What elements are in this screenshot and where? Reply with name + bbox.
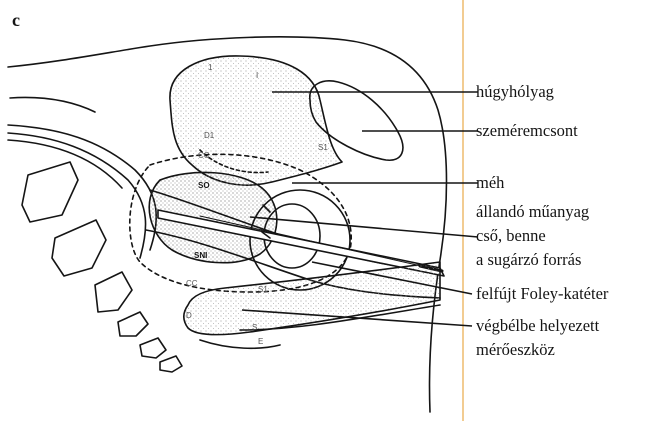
svg-text:D1: D1 <box>204 131 215 140</box>
svg-text:1: 1 <box>208 63 213 72</box>
label-tube-line1: állandó műanyag <box>476 202 589 222</box>
label-tube-line3: a sugárzó forrás <box>476 250 581 270</box>
label-tube-line2: cső, benne <box>476 226 546 246</box>
vertebra <box>118 312 148 336</box>
vertebra <box>95 272 132 312</box>
vertebra <box>52 220 106 276</box>
label-rectal-line2: mérőeszköz <box>476 340 555 360</box>
svg-text:D: D <box>186 311 192 320</box>
svg-text:CC: CC <box>198 151 210 160</box>
svg-text:CC: CC <box>186 279 198 288</box>
vertebra <box>160 356 182 372</box>
label-bladder: húgyhólyag <box>476 82 554 102</box>
svg-text:S1: S1 <box>258 285 268 294</box>
svg-text:E: E <box>258 337 263 346</box>
vertebra <box>22 162 78 222</box>
svg-text:SNI: SNI <box>194 251 207 260</box>
label-uterus: méh <box>476 173 504 193</box>
back-outline <box>10 98 95 112</box>
rectum-shape <box>184 262 440 335</box>
label-rectal-line1: végbélbe helyezett <box>476 316 599 336</box>
svg-text:I: I <box>256 71 258 80</box>
label-pubic-bone: szeméremcsont <box>476 121 578 141</box>
vertebra <box>140 338 166 358</box>
label-foley: felfújt Foley-katéter <box>476 284 608 304</box>
svg-text:S1: S1 <box>318 143 328 152</box>
svg-text:S: S <box>252 323 257 332</box>
svg-text:SO: SO <box>198 181 210 190</box>
